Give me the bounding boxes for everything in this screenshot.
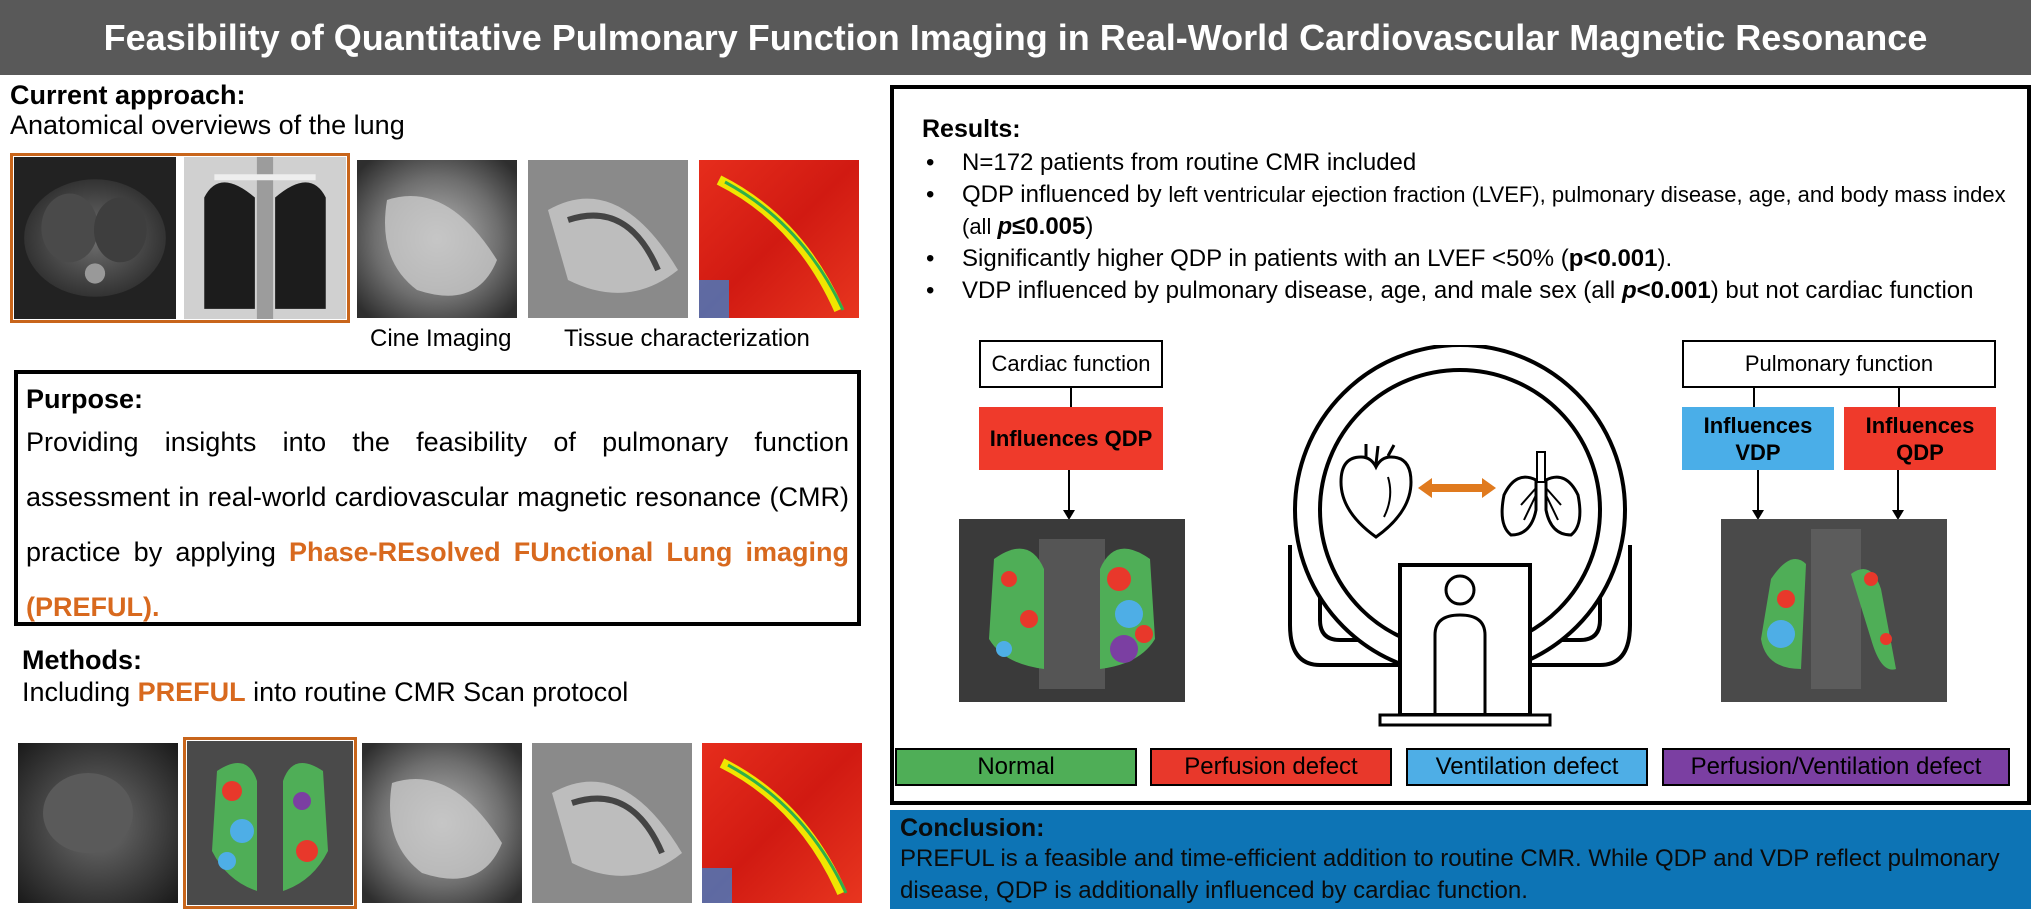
- tissue-map-image-2: [702, 743, 862, 903]
- coronal-overview-image: [184, 157, 346, 319]
- arrow-down: [1752, 470, 1764, 520]
- influences-vdp-box: Influences VDP: [1682, 407, 1834, 470]
- legend-perfusion-defect: Perfusion defect: [1150, 748, 1392, 786]
- legend-ventilation-defect: Ventilation defect: [1406, 748, 1648, 786]
- lungs-icon: [1500, 451, 1582, 537]
- bullet-2-part: QDP influenced by: [962, 181, 1169, 208]
- bullet-3-part: Significantly higher QDP in patients wit…: [962, 245, 1569, 272]
- cine-image-1: [357, 160, 517, 318]
- results-bullet: •VDP influenced by pulmonary disease, ag…: [922, 275, 2012, 307]
- results-bullet: •QDP influenced by left ventricular ejec…: [922, 179, 2012, 243]
- caption-cine-imaging: Cine Imaging: [370, 325, 512, 352]
- bullet-4-part: <0.001: [1636, 277, 1711, 304]
- tissue-map-image-1: [699, 160, 859, 318]
- methods-text-after: into routine CMR Scan protocol: [245, 677, 629, 707]
- bullet-2-part: p: [997, 213, 1013, 240]
- purpose-text-main: Providing insights into the feasibility …: [26, 427, 849, 567]
- methods-highlight: PREFUL: [137, 677, 246, 707]
- tissue-image-2: [532, 743, 692, 903]
- arrow-down: [1063, 470, 1075, 520]
- results-bullet-2-text: QDP influenced by left ventricular eject…: [962, 179, 2012, 243]
- preful-frame: [183, 737, 357, 909]
- preful-map-cardiac: [959, 519, 1185, 702]
- results-bullet-4-text: VDP influenced by pulmonary disease, age…: [962, 275, 2012, 307]
- caption-tissue-characterization: Tissue characterization: [564, 325, 810, 352]
- pulmonary-function-label: Pulmonary function: [1682, 340, 1996, 388]
- results-heading: Results:: [922, 115, 1021, 143]
- mri-scanner-icon: [1288, 345, 1632, 727]
- methods-text-before: Including: [22, 677, 138, 707]
- bullet-3-part: p<0.001: [1568, 245, 1658, 272]
- results-list: Results: •N=172 patients from routine CM…: [922, 113, 2012, 307]
- results-bullet: •N=172 patients from routine CMR include…: [922, 147, 2012, 179]
- conclusion-text: PREFUL is a feasible and time-efficient …: [900, 845, 2000, 904]
- cine-image-2: [18, 743, 178, 903]
- bullet-2-part: left ventricular ejection fraction (LVEF…: [962, 182, 2006, 239]
- preful-map-image: [187, 741, 353, 905]
- connector-line: [1898, 388, 1900, 408]
- conclusion-panel: Conclusion: PREFUL is a feasible and tim…: [890, 810, 2031, 909]
- methods-heading: Methods:: [22, 645, 142, 675]
- tissue-image-1: [528, 160, 688, 318]
- influences-qdp-box-right: Influences QDP: [1844, 407, 1996, 470]
- arrow-down: [1892, 470, 1904, 520]
- purpose-text: Providing insights into the feasibility …: [26, 415, 849, 635]
- bullet-4-part: VDP influenced by pulmonary disease, age…: [962, 277, 1622, 304]
- double-arrow-icon: [1418, 478, 1496, 498]
- current-approach-heading: Current approach:: [10, 80, 246, 110]
- poster-title: Feasibility of Quantitative Pulmonary Fu…: [0, 0, 2031, 75]
- conclusion-heading: Conclusion:: [900, 814, 1045, 842]
- results-bullet-3-text: Significantly higher QDP in patients wit…: [962, 243, 2012, 275]
- purpose-box: Purpose: Providing insights into the fea…: [14, 370, 861, 626]
- current-approach-subtitle: Anatomical overviews of the lung: [10, 110, 405, 140]
- bullet-2-part: ≤0.005: [1012, 213, 1086, 240]
- influences-qdp-box-left: Influences QDP: [979, 407, 1163, 470]
- heart-icon: [1339, 444, 1413, 539]
- connector-line: [1753, 388, 1755, 408]
- preful-map-pulmonary: [1721, 519, 1947, 702]
- bullet-4-part: p: [1621, 277, 1637, 304]
- purpose-highlight: Phase-REsolved FUnctional Lung imaging (…: [26, 537, 850, 622]
- bullet-2-part: ): [1085, 213, 1094, 240]
- cardiac-function-label: Cardiac function: [979, 340, 1163, 388]
- results-bullet: •Significantly higher QDP in patients wi…: [922, 243, 2012, 275]
- results-panel: Results: •N=172 patients from routine CM…: [890, 85, 2031, 805]
- methods-text: Including PREFUL into routine CMR Scan p…: [22, 677, 628, 708]
- bullet-4-part: ) but not cardiac function: [1710, 277, 1974, 304]
- results-bullet-1-text: N=172 patients from routine CMR included: [962, 147, 2012, 179]
- cine-image-3: [362, 743, 522, 903]
- bullet-1-part: N=172 patients from routine CMR included: [962, 149, 1417, 176]
- anatomical-overview-frame: [10, 153, 350, 323]
- bullet-3-part: ).: [1657, 245, 1673, 272]
- axial-overview-image: [14, 157, 176, 319]
- purpose-heading: Purpose:: [26, 384, 144, 414]
- connector-line: [1070, 388, 1072, 408]
- legend-normal: Normal: [895, 748, 1137, 786]
- legend-perfusion-ventilation-defect: Perfusion/Ventilation defect: [1662, 748, 2010, 786]
